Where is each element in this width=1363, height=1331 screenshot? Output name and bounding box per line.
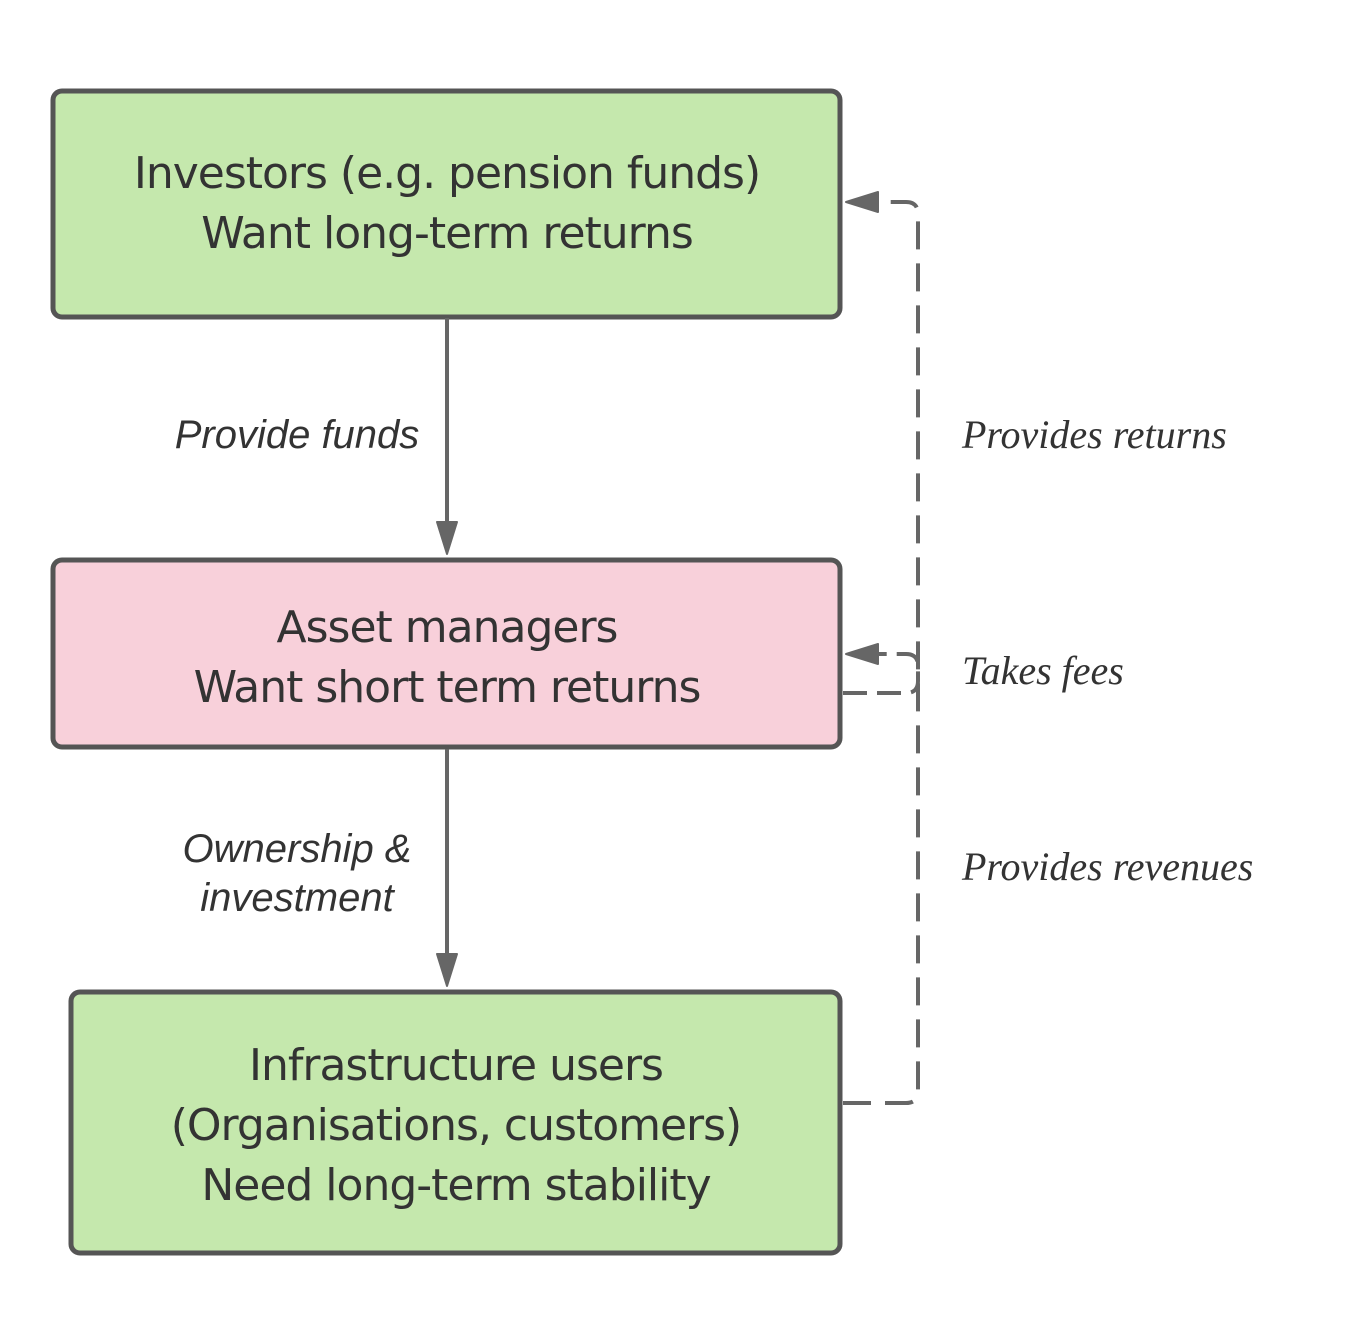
investors-box [50, 88, 843, 320]
revenue-returns-path [843, 200, 920, 1105]
ownership-investment-label-line2: investment [200, 876, 395, 920]
infrastructure-users-node: Infrastructure users (Organisations, cus… [68, 989, 843, 1256]
provides-returns-arrowhead [845, 191, 879, 213]
asset-managers-title: Asset managers [277, 602, 618, 653]
asset-managers-subtitle: Want short term returns [194, 662, 701, 713]
revenue-returns-edge: Provides returns Provides revenues [843, 191, 1253, 1105]
investors-subtitle: Want long-term returns [201, 208, 693, 259]
provides-revenues-label: Provides revenues [961, 844, 1253, 889]
provide-funds-edge: Provide funds [175, 318, 458, 555]
ownership-investment-arrowhead [436, 953, 458, 987]
takes-fees-label: Takes fees [962, 648, 1124, 693]
provide-funds-label: Provide funds [175, 413, 420, 457]
investors-node: Investors (e.g. pension funds) Want long… [50, 88, 843, 320]
infrastructure-users-box [68, 989, 843, 1256]
infrastructure-users-subtitle: Need long-term stability [201, 1160, 710, 1211]
investors-title: Investors (e.g. pension funds) [134, 148, 760, 199]
ownership-investment-edge: Ownership & investment [183, 749, 458, 987]
takes-fees-path [843, 652, 920, 695]
asset-managers-node: Asset managers Want short term returns [50, 557, 843, 750]
provide-funds-arrowhead [436, 521, 458, 555]
ownership-investment-label-line1: Ownership & [183, 827, 412, 871]
infrastructure-users-detail: (Organisations, customers) [171, 1100, 741, 1151]
takes-fees-arrowhead [845, 643, 879, 665]
asset-managers-box [50, 557, 843, 750]
provides-returns-label: Provides returns [961, 412, 1227, 457]
takes-fees-edge: Takes fees [843, 643, 1124, 695]
infrastructure-users-title: Infrastructure users [249, 1040, 663, 1091]
